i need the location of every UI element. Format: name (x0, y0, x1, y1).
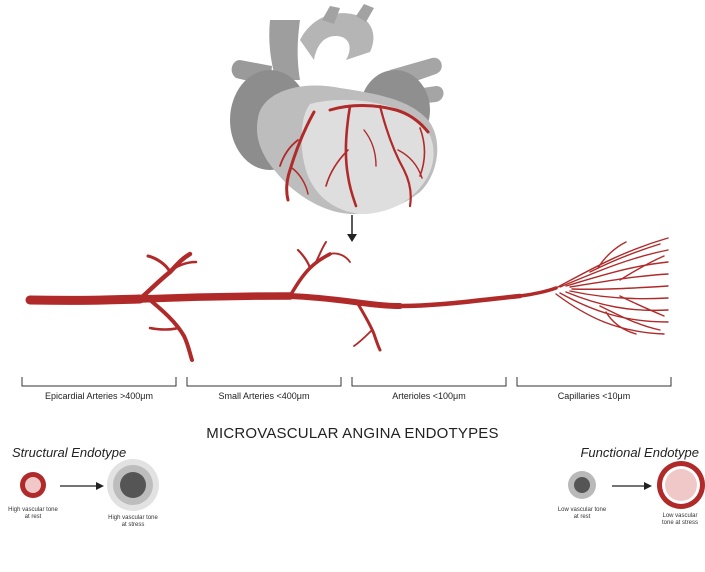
structural-rest-caption: High vascular tone at rest (8, 507, 58, 521)
functional-rest-vessel (568, 471, 596, 499)
segment-brackets (22, 377, 671, 386)
functional-stress-vessel (657, 461, 705, 509)
segment-label-arterioles: Arterioles <100μm (352, 391, 506, 401)
structural-endotype-heading: Structural Endotype (12, 445, 126, 460)
functional-endotype-heading: Functional Endotype (580, 445, 699, 460)
segment-label-small-arteries: Small Arteries <400μm (187, 391, 341, 401)
down-arrow-icon (347, 215, 357, 242)
structural-rest-vessel (20, 472, 46, 498)
heart-illustration (230, 4, 444, 214)
structural-arrow-icon (60, 482, 104, 490)
functional-arrow-icon (612, 482, 652, 490)
segment-label-epicardial: Epicardial Arteries >400μm (22, 391, 176, 401)
structural-stress-vessel (107, 459, 159, 511)
segment-label-capillaries: Capillaries <10μm (517, 391, 671, 401)
page-title: MICROVASCULAR ANGINA ENDOTYPES (0, 425, 705, 442)
functional-stress-caption: Low vascular tone at stress (656, 513, 704, 527)
structural-stress-caption: High vascular tone at stress (108, 515, 158, 529)
functional-rest-caption: Low vascular tone at rest (557, 507, 607, 521)
vessel-tree (30, 238, 668, 360)
